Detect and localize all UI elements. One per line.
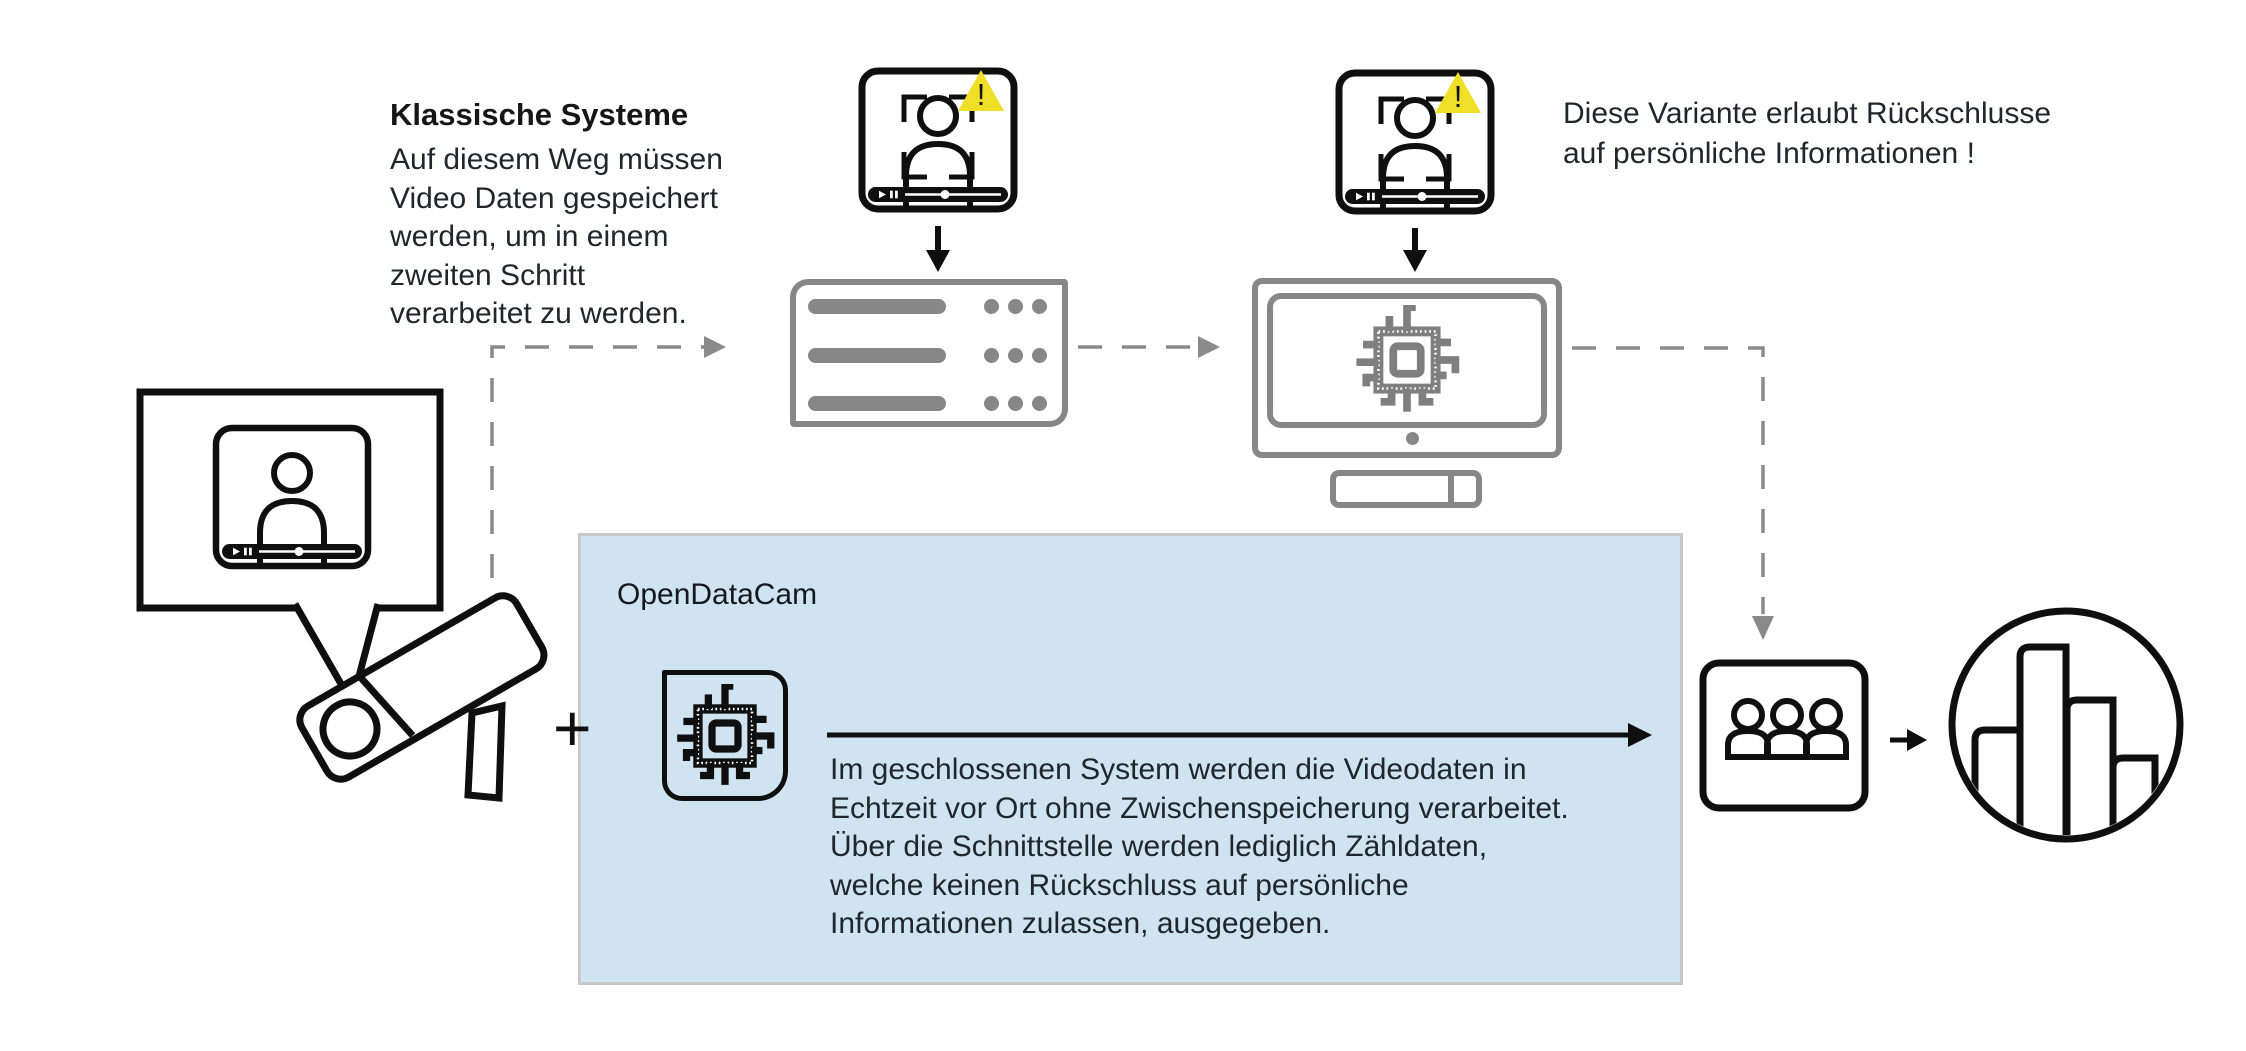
opendatacam-line: Im geschlossenen System werden die Video…	[830, 753, 1527, 786]
black-arrowhead-icon	[1907, 729, 1927, 751]
black-arrowhead-icon	[1403, 250, 1427, 272]
classic-system-text-block: Klassische Systeme Auf diesem Weg müssen…	[390, 96, 723, 334]
opendatacam-line: welche keinen Rückschluss auf persönlich…	[830, 868, 1409, 902]
plus-sign: +	[553, 691, 592, 765]
black-arrowhead-icon	[926, 250, 950, 272]
opendatacam-line: Über die Schnittstelle werden lediglich …	[830, 830, 1488, 864]
opendatacam-line: Informationen zulassen, ausgegeben.	[830, 907, 1331, 941]
bar-chart-icon	[1948, 607, 2184, 843]
opendatacam-heading: OpenDataCam	[617, 578, 818, 611]
opendatacam-description: Im geschlossenen System werden die Video…	[830, 751, 1569, 944]
gray-arrowhead-icon	[1752, 616, 1774, 640]
privacy-warning-line: Diese Variante erlaubt Rückschlusse	[1563, 97, 2052, 130]
classic-system-heading: Klassische Systeme	[390, 97, 689, 132]
privacy-warning-line: auf persönliche Informationen !	[1563, 137, 1975, 170]
gray-arrowhead-icon	[1198, 336, 1220, 358]
warning-triangle-icon: !	[958, 70, 1004, 112]
video-player-icon	[212, 424, 372, 570]
warning-triangle-icon: !	[1435, 72, 1481, 114]
video-player-warning-icon: !	[858, 67, 1018, 213]
classic-system-line: Auf diesem Weg müssen	[390, 143, 723, 176]
classic-system-line: werden, um in einem	[390, 220, 669, 253]
chart-bar	[2016, 643, 2070, 835]
svg-text:!: !	[1454, 79, 1463, 114]
svg-text:!: !	[977, 77, 986, 112]
edge-chip-frame	[662, 670, 788, 801]
privacy-warning-note: Diese Variante erlaubt Rückschlusse auf …	[1563, 94, 2051, 174]
opendatacam-line: Echtzeit vor Ort ohne Zwischenspeicherun…	[830, 791, 1569, 825]
classic-system-line: zweiten Schritt	[390, 258, 586, 292]
processing-monitor-icon	[1252, 278, 1562, 458]
keyboard-icon	[1330, 470, 1482, 508]
people-group-icon	[1699, 659, 1869, 812]
gray-arrowhead-icon	[704, 336, 726, 358]
chip-icon	[673, 684, 777, 788]
camera-stand	[464, 701, 506, 802]
classic-system-line: verarbeitet zu werden.	[390, 297, 687, 330]
surveillance-camera-icon	[296, 592, 548, 802]
storage-server-icon	[790, 279, 1068, 427]
video-player-warning-icon: !	[1335, 69, 1495, 215]
chart-bar	[1971, 726, 2025, 835]
classic-system-line: Video Daten gespeichert	[390, 181, 719, 215]
camera-lens	[319, 698, 381, 760]
monitor-screen	[1267, 293, 1547, 428]
opendatacam-highlight-box: OpenDataCam Im geschlossenen System werd…	[578, 533, 1683, 985]
monitor-camera-dot	[1406, 432, 1419, 445]
chip-icon	[1352, 305, 1462, 415]
